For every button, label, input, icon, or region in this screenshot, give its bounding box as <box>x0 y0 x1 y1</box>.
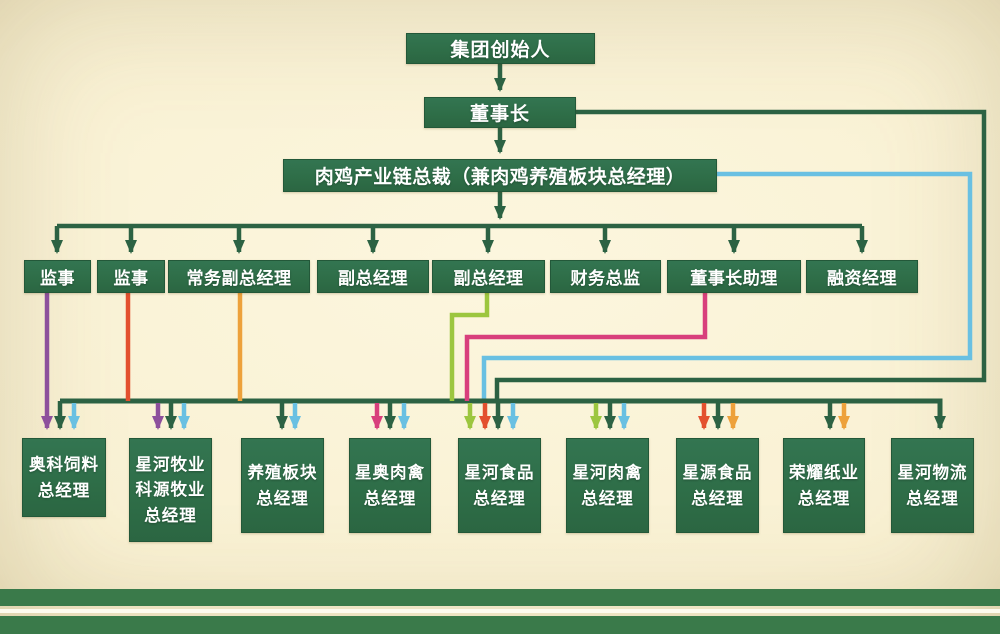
node-xinghe-logistics-gm: 星河物流 总经理 <box>891 438 974 533</box>
node-financing-manager: 融资经理 <box>806 260 918 293</box>
footer-stripe-top <box>0 589 1000 606</box>
node-supervisor-1: 监事 <box>24 260 91 293</box>
node-deputy-gm-2: 副总经理 <box>432 260 545 293</box>
node-aoke-feed-gm: 奥科饲料 总经理 <box>22 438 106 517</box>
bottom-bus <box>60 398 946 430</box>
node-xingao-poultry-gm: 星奥肉禽 总经理 <box>349 438 431 533</box>
magenta-feeder <box>464 293 708 401</box>
node-breeding-segment-gm: 养殖板块 总经理 <box>241 438 324 533</box>
ygreen-feeder <box>449 293 490 401</box>
footer-stripe-white <box>0 609 1000 613</box>
node-founder: 集团创始人 <box>406 33 595 64</box>
node-rongyao-paper-gm: 荣耀纸业 总经理 <box>783 438 865 533</box>
node-president: 肉鸡产业链总裁（兼肉鸡养殖板块总经理） <box>283 159 717 192</box>
node-deputy-gm-1: 副总经理 <box>317 260 429 293</box>
node-exec-deputy-gm: 常务副总经理 <box>168 260 310 293</box>
node-xinghe-keyuan-husbandry-gm: 星河牧业 科源牧业 总经理 <box>129 438 212 542</box>
node-xinghe-poultry-gm: 星河肉禽 总经理 <box>566 438 649 533</box>
node-chairman-assistant: 董事长助理 <box>667 260 801 293</box>
node-xinghe-food-gm: 星河食品 总经理 <box>458 438 541 533</box>
node-finance-director: 财务总监 <box>550 260 661 293</box>
edge-chairman-bottombus <box>494 109 987 401</box>
node-chairman: 董事长 <box>424 97 576 128</box>
footer-stripe-bottom <box>0 616 1000 634</box>
node-xingyuan-food-gm: 星源食品 总经理 <box>676 438 759 533</box>
node-supervisor-2: 监事 <box>97 260 165 293</box>
edge-president-lightblue <box>481 171 973 401</box>
